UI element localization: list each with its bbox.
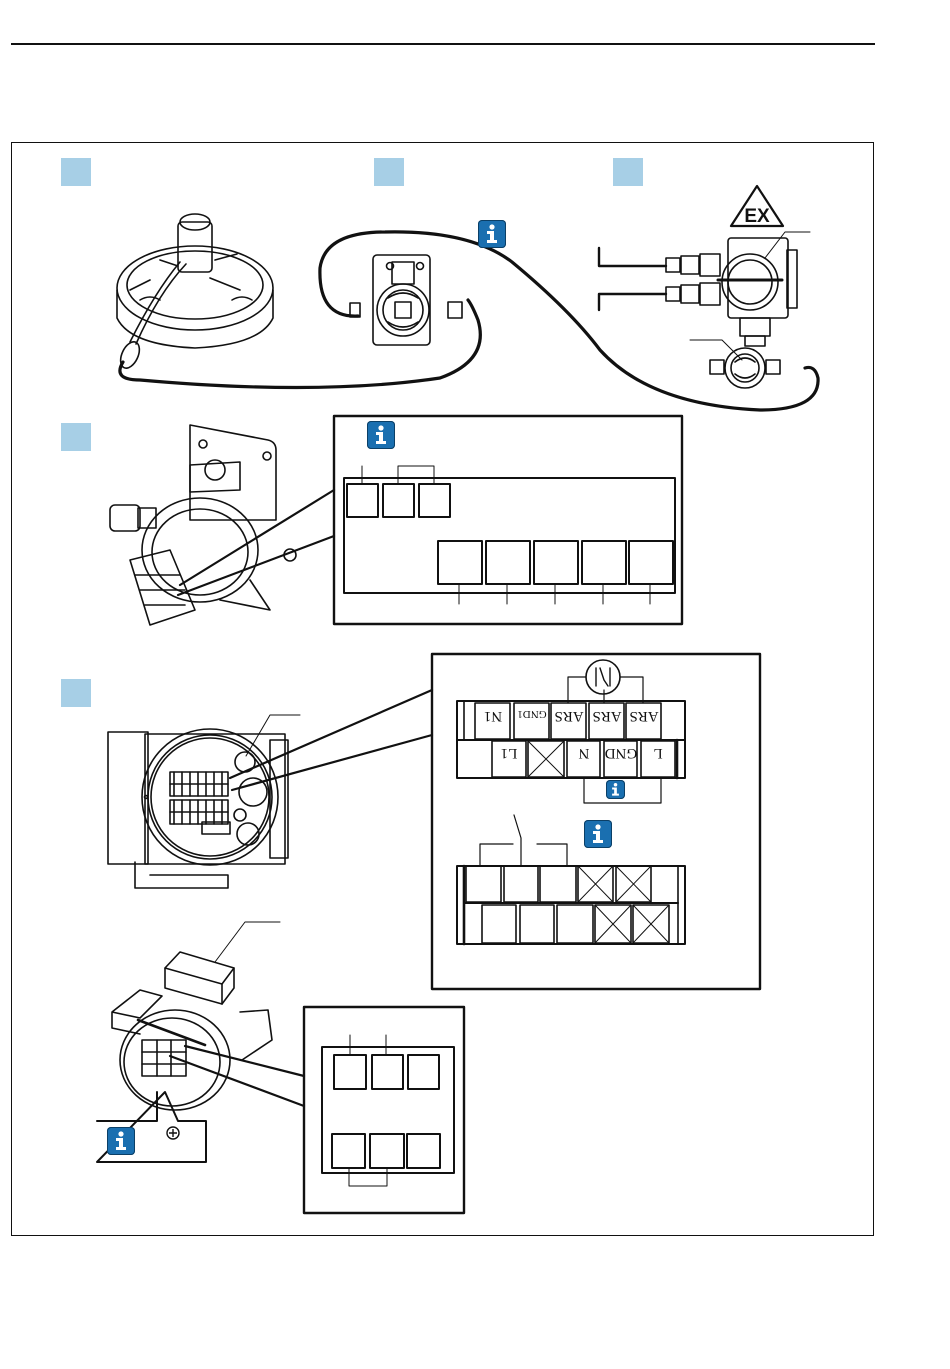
terminal-label-n: N xyxy=(578,745,589,761)
terminal-block-lower xyxy=(457,815,685,944)
terminal-block-upper xyxy=(457,660,685,803)
sensor-head xyxy=(117,214,273,371)
ex-label: EX xyxy=(744,206,770,227)
info-icon xyxy=(478,220,506,248)
plus-circle-icon xyxy=(167,1127,179,1139)
junction-box-open xyxy=(110,425,296,625)
junction-box-1 xyxy=(350,255,462,345)
transmitter-housing xyxy=(108,715,300,888)
terminal-label-l1: L1 xyxy=(501,745,518,761)
terminal-label-gnd1: GND1 xyxy=(517,708,546,720)
terminal-label-ars-1: ARS xyxy=(554,708,583,724)
info-icon xyxy=(367,421,395,449)
detail-panel-6 xyxy=(304,1007,464,1213)
terminal-label-gnd: GND xyxy=(605,745,638,761)
terminal-label-l: L xyxy=(653,745,662,761)
terminal-label-ars-3: ARS xyxy=(629,708,658,724)
terminal-label-n1: N1 xyxy=(484,708,502,724)
info-icon xyxy=(107,1127,135,1155)
compact-housing xyxy=(112,922,280,1110)
ex-housing xyxy=(599,232,810,388)
terminal-label-ars-2: ARS xyxy=(592,708,621,724)
info-icon xyxy=(606,780,625,799)
info-icon xyxy=(584,820,612,848)
